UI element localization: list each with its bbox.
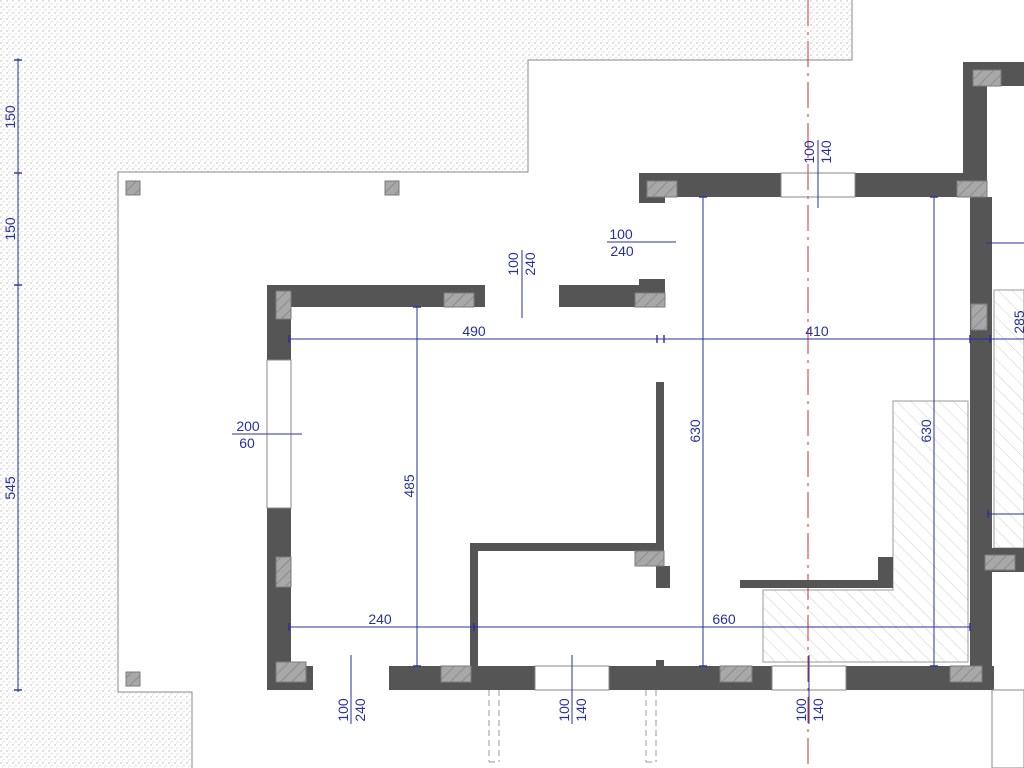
opening-label-bottom: 140 [818,140,834,164]
dimension-label: 410 [805,323,829,339]
opening-label-top: 100 [556,698,572,722]
left-dimension-label: 545 [2,476,18,500]
opening-label-bottom: 240 [522,252,538,276]
opening-label-top: 100 [793,698,809,722]
counter-area [762,400,969,663]
dimension-label: 630 [687,419,703,443]
terrace-post [125,180,141,196]
terrace-post [125,671,141,687]
columns [275,69,1016,683]
opening-label-top: 200 [236,418,260,434]
opening-label-bottom: 140 [810,698,826,722]
terrace-outline [117,0,853,768]
dimension-label: 630 [918,419,934,443]
opening-label-top: 100 [609,226,633,242]
walls [267,62,1024,690]
terrace-post [384,180,400,196]
opening-label-bottom: 240 [610,243,634,259]
opening-label-bottom: 60 [239,435,255,451]
landscape-ground [0,0,852,768]
dimension-label: 240 [368,611,392,627]
opening-label-top: 100 [505,252,521,276]
dimension-label: 285 [1011,310,1024,334]
opening-label-top: 100 [335,698,351,722]
left-dimension-label: 150 [2,105,18,129]
dimension-lines [14,58,1024,724]
dimension-label: 660 [712,611,736,627]
left-dimension-label: 150 [2,217,18,241]
dimension-label: 490 [462,323,486,339]
dimension-label: 485 [401,474,417,498]
opening-label-bottom: 140 [573,698,589,722]
opening-label-top: 100 [801,140,817,164]
opening-label-bottom: 240 [352,698,368,722]
right-room-area [993,289,1024,549]
dashed-foundation [488,690,657,763]
